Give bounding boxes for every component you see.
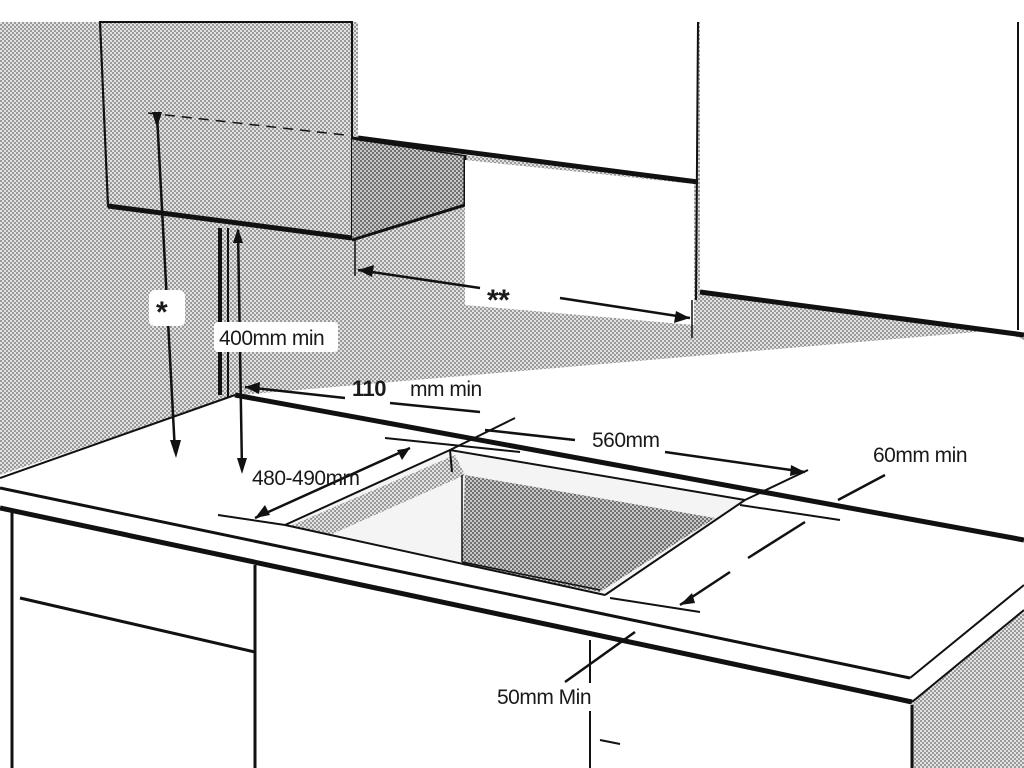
label-wall-gap-unit: mm min bbox=[410, 378, 482, 401]
star-dimension-line bbox=[155, 114, 177, 453]
label-hood-clearance: 400mm min bbox=[219, 327, 324, 350]
worktop-front-edge bbox=[0, 488, 915, 700]
label-cutout-width: 560mm bbox=[592, 429, 660, 452]
wall-gap-dimension-line bbox=[244, 385, 346, 400]
upper-cabinet-middle bbox=[358, 22, 698, 182]
cutout-width-dimension-line bbox=[484, 428, 576, 442]
base-cabinets bbox=[0, 512, 912, 768]
left-side-wall bbox=[0, 22, 220, 475]
label-front-margin: 60mm min bbox=[873, 444, 967, 467]
cooker-hood bbox=[352, 138, 465, 240]
worktop-back-edge bbox=[234, 392, 1024, 543]
label-star-double: ** bbox=[487, 284, 510, 317]
double-star-dimension-line bbox=[357, 268, 481, 290]
side-margin-dimension-line bbox=[564, 630, 636, 684]
label-wall-gap-value: 110 bbox=[352, 376, 386, 401]
label-cutout-depth: 480-490mm bbox=[252, 467, 360, 490]
upper-cabinet-left-bottom-edge bbox=[107, 203, 353, 241]
cutout-depth-dimension-line bbox=[254, 446, 411, 520]
upper-cabinet-right bbox=[700, 22, 1024, 335]
label-star-single: * bbox=[156, 296, 168, 329]
label-side-margin: 50mm Min bbox=[497, 686, 591, 709]
